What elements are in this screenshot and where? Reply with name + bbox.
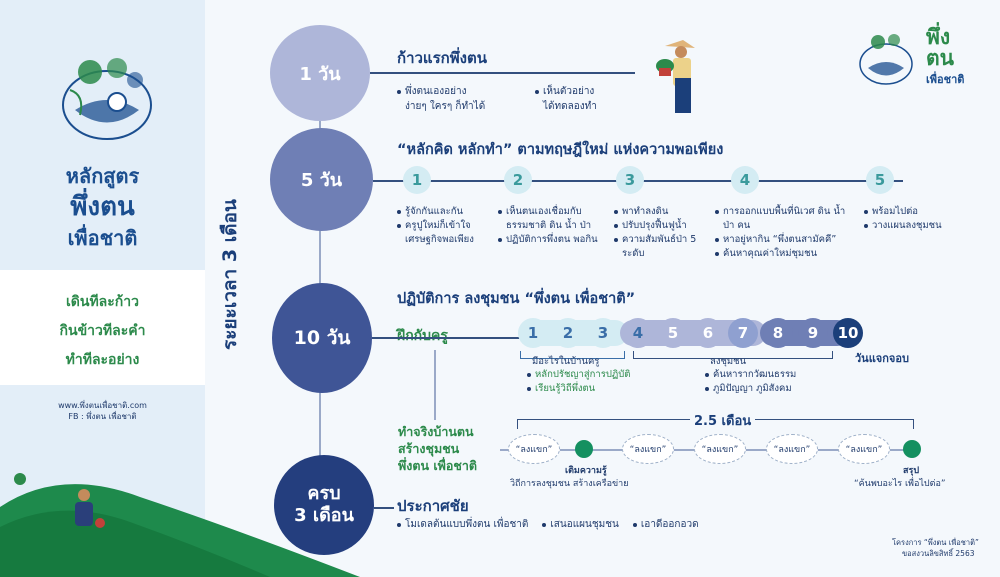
stage3-days: 10 วัน [293,327,351,349]
stage3-connector [372,337,522,339]
stage1-bullet: พึ่งตนเองอย่างง่ายๆ ใครๆ ก็ทำได้ [397,84,485,114]
stage2-step: 2 [504,166,532,194]
stage4-days-line1: ครบ [307,483,341,504]
stage2-col-4: การออกแบบพื้นที่นิเวศ ดิน น้ำ ป่า คนหาอย… [715,205,855,261]
stage2-circle: 5 วัน [270,128,373,231]
stage2-step: 4 [731,166,759,194]
brand-name: พึ่งตน [70,192,135,222]
logo-text-line3: เพื่อชาติ [926,73,965,86]
day-number: 6 [693,318,723,348]
duration-label: ระยะเวลา 3 เดือน [219,199,241,351]
visit-node: “ลงแขก” [508,434,560,464]
website-link[interactable]: www.พึ่งตนเพื่อชาติ.com [58,401,147,410]
course-label: หลักสูตร [65,164,140,188]
train-label: ฝึกกับครู [397,328,448,344]
hill-illustration-icon [0,473,360,577]
day-number: 2 [553,318,583,348]
graduation-label: วันแจกจอบ [855,352,909,365]
field-label: ทำจริงบ้านตน สร้างชุมชน พึ่งตน เพื่อชาติ [398,423,477,474]
milestone-dot [575,440,593,458]
brand-logo-small-icon [859,34,913,85]
stage2-col-3: พาทำลงดินปรับปรุงฟื้นฟูน้ำความสัมพันธ์ป่… [614,205,714,261]
logo-text-line2: ตน [926,46,954,70]
end-subtitle: “ค้นพบอะไร เพื่อไปต่อ” [854,479,946,489]
stage4-days-line2: 3 เดือน [294,505,354,526]
farmer-illustration-icon [656,40,695,113]
months-span: 2.5 เดือน [690,410,756,431]
group2-label: ลงชุมชน [710,356,747,367]
stage4-bullets: โมเดลต้นแบบพึ่งตน เพื่อชาติเสนอแผนชุมชนเ… [397,518,699,532]
stage1-bullet: เห็นตัวอย่างได้ทดลองทำ [535,84,597,114]
stage2-step: 1 [403,166,431,194]
slogan-line: เดินทีละก้าว [66,294,139,310]
stage4-connector [374,507,394,509]
logo-text-line1: พึ่ง [926,25,951,49]
stage2-days: 5 วัน [300,170,343,191]
day-number: 3 [588,318,618,348]
stage1-title: ก้าวแรกพึ่งตน [397,49,487,67]
day-number-final: 10 [833,318,863,348]
stage4-title: ประกาศชัย [397,497,469,515]
day-number: 4 [623,318,653,348]
stage2-col-1: รู้จักกันและกันครูปูใหม่ก็เข้าใจ เศรษฐกิ… [397,205,497,247]
slogan-line: กินข้าวทีละคำ [59,323,146,339]
field-connector [434,350,436,420]
stage2-col-2: เห็นตนเองเชื่อมกับ ธรรมชาติ ดิน น้ำ ป่าป… [498,205,613,247]
footer-copyright: ขอสงวนลิขสิทธิ์ 2563 [902,549,975,558]
stage4-circle: ครบ 3 เดือน [274,455,374,555]
facebook-link[interactable]: FB : พึ่งตน เพื่อชาติ [68,412,137,421]
stage3-title: ปฏิบัติการ ลงชุมชน “พึ่งตน เพื่อชาติ” [397,291,636,307]
day-number: 1 [518,318,548,348]
brand-subname: เพื่อชาติ [67,226,138,250]
stage1-divider [370,72,635,74]
field-label-line: พึ่งตน เพื่อชาติ [398,458,477,473]
brand-logo-icon [62,58,152,140]
end-title: สรุป [903,466,920,476]
field-label-line: สร้างชุมชน [398,441,460,456]
milestone-dot [903,440,921,458]
slogan-line: ทำทีละอย่าง [65,352,140,368]
stage2-step: 3 [616,166,644,194]
slogan-box [0,270,205,385]
stage2-title: “หลักคิด หลักทำ” ตามทฤษฎีใหม่ แห่งความพอ… [397,142,724,158]
footer-project: โครงการ “พึ่งตน เพื่อชาติ” [892,538,979,547]
mid-subtitle: วิถีการลงชุมชน สร้างเครือข่าย [510,479,629,489]
visit-node: “ลงแขก” [694,434,746,464]
left-panel: หลักสูตร พึ่งตน เพื่อชาติ เดินทีละก้าว ก… [0,0,360,577]
visit-node: “ลงแขก” [838,434,890,464]
visit-node: “ลงแขก” [622,434,674,464]
visit-node: “ลงแขก” [766,434,818,464]
group1-bracket [520,351,625,359]
stage3-circle: 10 วัน [272,283,372,393]
group2-items: ค้นหารากวัฒนธรรมภูมิปัญญา ภูมิสังคม [705,368,796,396]
day-number: 5 [658,318,688,348]
stage1-circle: 1 วัน [270,25,370,121]
stage2-step: 5 [866,166,894,194]
stage2-col-5: พร้อมไปต่อวางแผนลงชุมชน [864,205,964,233]
mid-title: เติมความรู้ [565,466,607,476]
day-number: 8 [763,318,793,348]
group2-bracket [633,351,833,359]
stage1-days: 1 วัน [299,63,341,85]
group1-items: หลักปรัชญาสู่การปฏิบัติเรียนรู้วิถีพึ่งต… [527,368,630,396]
day-number: 9 [798,318,828,348]
group1-label: มีอะไรในบ้านครู [532,356,600,367]
field-label-line: ทำจริงบ้านตน [398,424,474,439]
day-number: 7 [728,318,758,348]
